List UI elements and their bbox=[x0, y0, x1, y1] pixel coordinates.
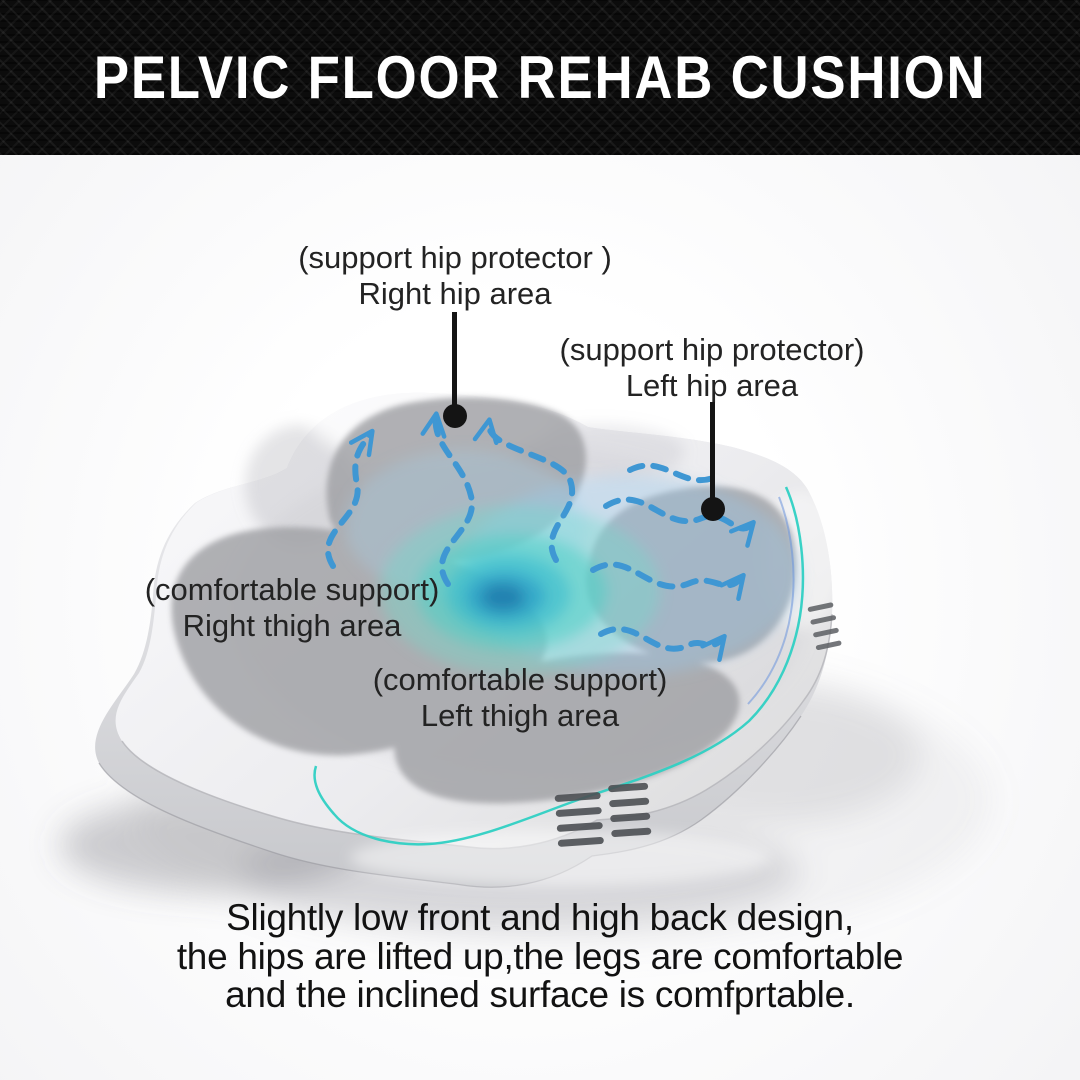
airflow-arrow bbox=[598, 626, 727, 662]
airflow-arrows bbox=[324, 411, 756, 662]
airflow-arrow bbox=[420, 411, 475, 587]
airflow-arrow bbox=[590, 561, 746, 601]
annotation-line: (comfortable support) bbox=[144, 572, 440, 607]
caption-line: and the inclined surface is comfprtable. bbox=[225, 974, 855, 1015]
airflow-arrow bbox=[472, 417, 575, 563]
annotation-right-hip: (support hip protector ) Right hip area bbox=[115, 240, 795, 312]
pointer-line-right-hip bbox=[452, 312, 457, 408]
page-title: PELVIC FLOOR REHAB CUSHION bbox=[93, 44, 987, 111]
caption-line: the hips are lifted up,the legs are comf… bbox=[176, 935, 904, 977]
accent-line-blue bbox=[747, 496, 795, 705]
accent-line-teal bbox=[313, 486, 805, 846]
annotation-line: (comfortable support) bbox=[372, 662, 668, 697]
zone-left-thigh bbox=[394, 652, 740, 804]
annotation-line: Right hip area bbox=[358, 276, 552, 311]
airflow-arrow bbox=[627, 462, 719, 484]
airflow-arrow bbox=[324, 428, 375, 569]
pointer-line-left-hip bbox=[710, 402, 715, 502]
annotation-left-hip: (support hip protector) Left hip area bbox=[372, 332, 1052, 404]
side-vents bbox=[807, 602, 842, 651]
title-banner: PELVIC FLOOR REHAB CUSHION bbox=[0, 0, 1080, 155]
annotation-line: (support hip protector) bbox=[559, 332, 865, 367]
pressure-glow bbox=[345, 450, 800, 675]
pointer-dot-left-hip bbox=[701, 497, 725, 521]
annotation-line: Left hip area bbox=[625, 368, 799, 403]
annotation-line: Right thigh area bbox=[182, 608, 402, 643]
annotation-line: (support hip protector ) bbox=[298, 240, 612, 275]
pointer-dot-right-hip bbox=[443, 404, 467, 428]
annotation-left-thigh: (comfortable support) Left thigh area bbox=[200, 662, 840, 734]
front-vents bbox=[554, 782, 652, 847]
edge-accent-lines bbox=[313, 486, 805, 846]
airflow-arrow bbox=[603, 496, 756, 548]
annotation-right-thigh: (comfortable support) Right thigh area bbox=[0, 572, 592, 644]
cushion-bottom-edge-line bbox=[98, 715, 802, 888]
caption-text: Slightly low front and high back design,… bbox=[0, 897, 1080, 1015]
caption-line: Slightly low front and high back design, bbox=[226, 897, 854, 938]
air-vents bbox=[554, 602, 842, 847]
annotation-line: Left thigh area bbox=[420, 698, 620, 733]
